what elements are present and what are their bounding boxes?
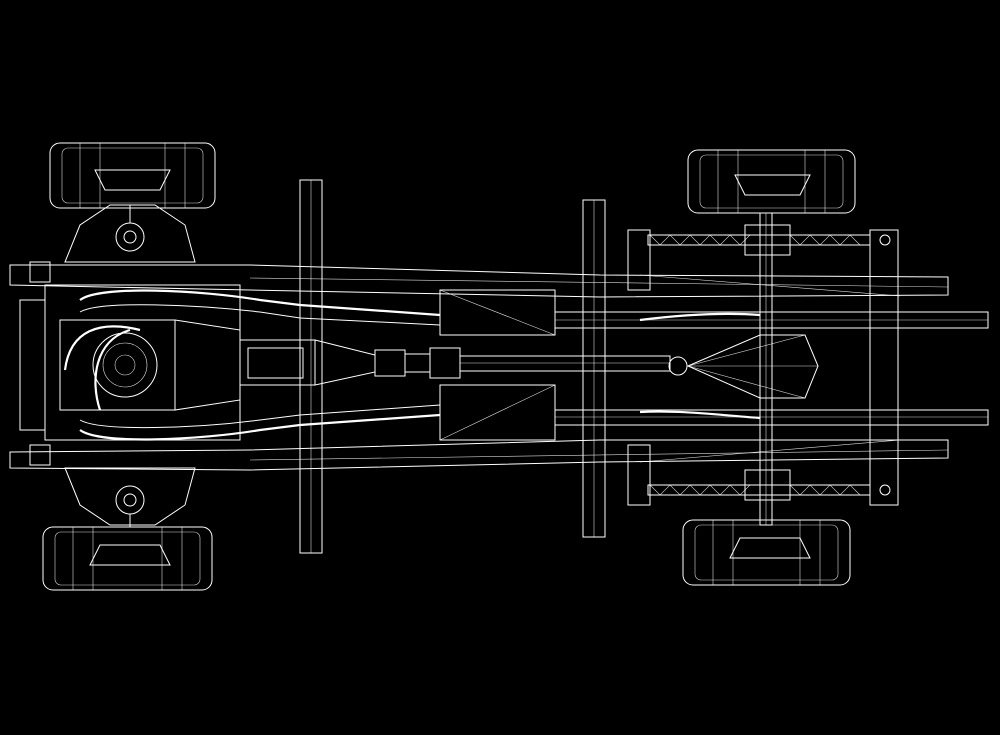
- driveshaft: [239, 339, 688, 386]
- front-suspension: [64, 204, 196, 527]
- exhaust-pipes: [79, 289, 761, 441]
- wheel-front-right: [42, 526, 213, 591]
- wheel-front-left: [49, 142, 216, 209]
- frame-rail-top: [9, 264, 949, 298]
- wheel-rear-right: [682, 519, 851, 586]
- wheel-rear-left: [687, 149, 856, 214]
- rear-links: [647, 234, 891, 496]
- frame-rail-bottom: [9, 439, 949, 471]
- side-boxes: [439, 289, 556, 441]
- engine-block: [19, 261, 241, 466]
- cross-members: [299, 179, 899, 554]
